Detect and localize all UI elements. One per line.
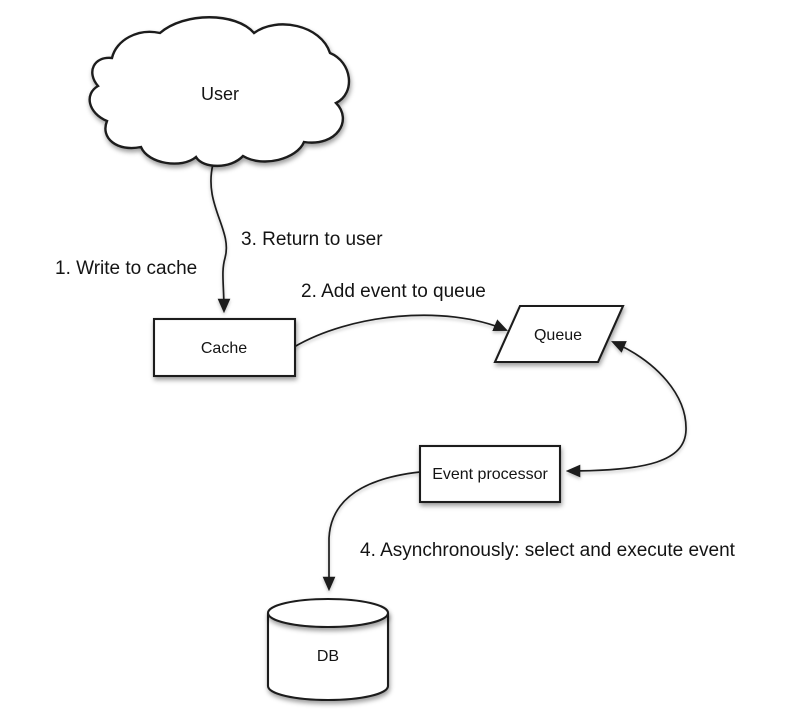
arrow-cache-to-queue — [293, 314, 508, 348]
db-cylinder — [266, 597, 390, 702]
arrow-event-processor-to-db — [322, 471, 421, 592]
db-cylinder-top — [266, 597, 390, 629]
queue-label: Queue — [534, 327, 582, 344]
user-label: User — [201, 84, 239, 104]
step4-label: 4. Asynchronously: select and execute ev… — [360, 540, 736, 561]
arrow-queue-event-processor-bidirectional — [565, 341, 687, 478]
event-processor-label: Event processor — [432, 466, 548, 483]
cache-label: Cache — [201, 340, 247, 357]
arrow-user-to-cache — [210, 163, 231, 314]
cache-box — [152, 317, 297, 378]
step2-label: 2. Add event to queue — [301, 281, 486, 302]
user-cloud-shape — [88, 16, 351, 168]
db-cylinder-body — [266, 613, 390, 702]
db-label: DB — [317, 648, 339, 665]
step1-label: 1. Write to cache — [55, 258, 197, 279]
event-processor-box — [418, 444, 562, 504]
queue-parallelogram — [493, 304, 625, 364]
step3-label: 3. Return to user — [241, 229, 383, 250]
